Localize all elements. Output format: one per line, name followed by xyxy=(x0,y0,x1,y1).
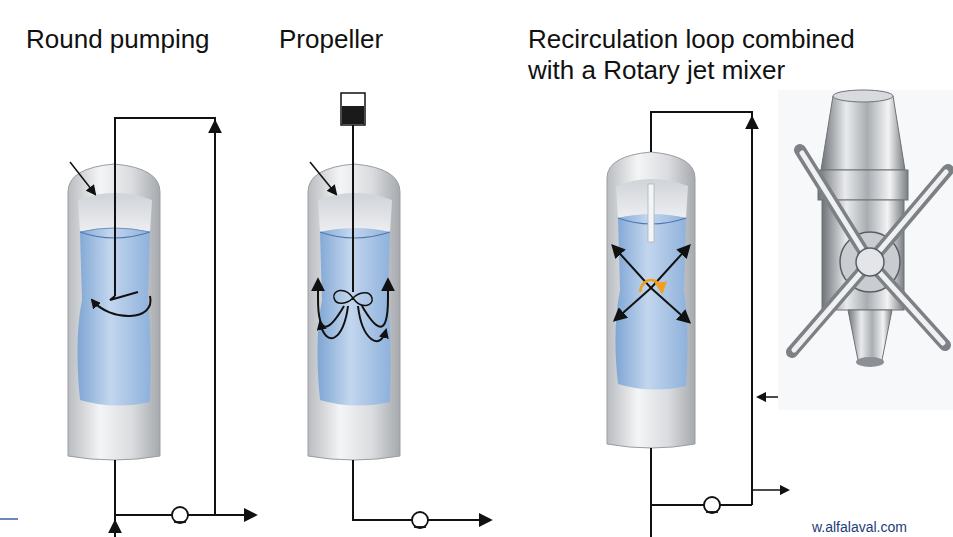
panel-heading: Recirculation loop combined with a Rotar… xyxy=(528,24,893,86)
jet-mixer-piping xyxy=(613,112,790,537)
propeller-motor xyxy=(341,93,365,125)
panel-heading: Round pumping xyxy=(26,24,266,54)
jet-mixer-tank xyxy=(607,152,695,448)
rotary-jet-mixer-photo xyxy=(778,90,953,410)
watermark: w.alfalaval.com xyxy=(812,519,950,535)
panel-heading: Propeller xyxy=(279,24,479,54)
propeller-piping xyxy=(310,125,490,528)
edge-rule xyxy=(0,518,18,520)
round-pumping-piping xyxy=(70,118,255,537)
